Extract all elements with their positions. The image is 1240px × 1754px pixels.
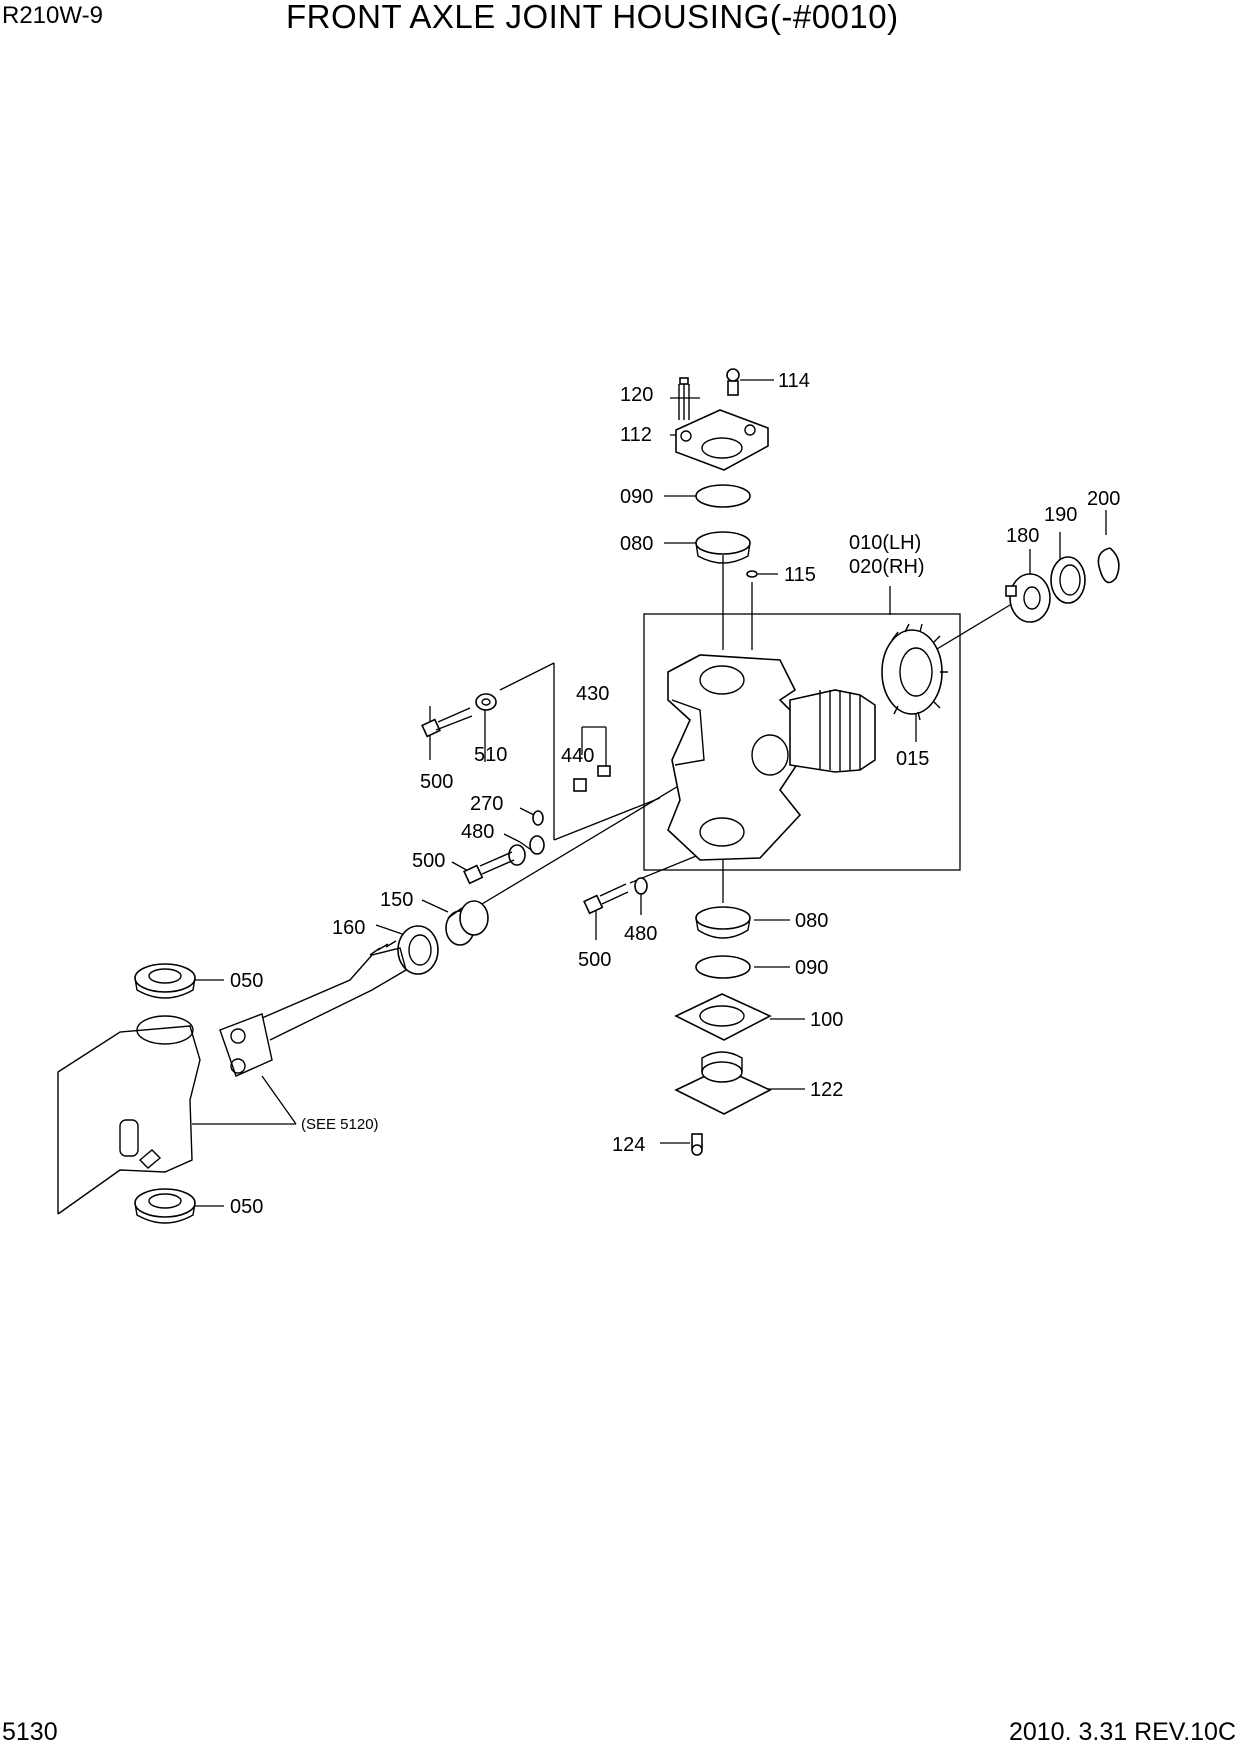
part-joint-housing-010-020 xyxy=(667,654,876,861)
revision-date: 2010. 3.31 REV.10C xyxy=(1008,1718,1236,1746)
callout-500-b: 500 xyxy=(412,850,445,872)
callout-500-a: 500 xyxy=(420,771,453,793)
callout-270: 270 xyxy=(470,793,503,815)
callout-124: 124 xyxy=(612,1134,645,1156)
page-number: 5130 xyxy=(2,1718,58,1746)
part-o-ring-090-bottom xyxy=(695,955,751,979)
part-axle-shaft-ref xyxy=(219,940,407,1077)
part-gear-015 xyxy=(881,623,948,721)
callout-500-c: 500 xyxy=(578,949,611,971)
housing-assembly-frame xyxy=(643,613,961,871)
callout-480-a: 480 xyxy=(461,821,494,843)
part-plate-180 xyxy=(1005,573,1051,623)
part-grease-nipple-114 xyxy=(726,368,740,396)
part-bearing-050-bottom xyxy=(134,1188,196,1224)
part-plug-270 xyxy=(532,810,544,826)
callout-510: 510 xyxy=(474,744,507,766)
part-bolt-120 xyxy=(678,377,690,420)
part-bolt-500-c xyxy=(583,883,629,915)
part-o-ring-090-top xyxy=(695,484,751,508)
part-bushing-080-bottom xyxy=(695,906,751,939)
callout-050-bottom: 050 xyxy=(230,1196,263,1218)
model-number: R210W-9 xyxy=(2,2,103,29)
callout-440: 440 xyxy=(561,745,594,767)
callout-430: 430 xyxy=(576,683,609,705)
part-plug-115 xyxy=(746,570,758,578)
part-nut-510 xyxy=(475,693,497,711)
part-seal-190 xyxy=(1050,556,1086,604)
part-bushing-080-top xyxy=(695,531,751,555)
callout-015: 015 xyxy=(896,748,929,770)
callout-480-b: 480 xyxy=(624,923,657,945)
part-cover-122 xyxy=(674,1051,772,1115)
callout-010-lh: 010(LH) xyxy=(849,532,921,554)
part-washer-480-b xyxy=(634,877,648,895)
callout-100: 100 xyxy=(810,1009,843,1031)
part-bolt-500-a xyxy=(421,707,473,738)
callout-090-top: 090 xyxy=(620,486,653,508)
part-pin-440 xyxy=(573,778,587,792)
part-axle-housing-ref xyxy=(57,1015,201,1215)
part-bushing-080-top-body xyxy=(695,542,751,564)
callout-see-5120: (SEE 5120) xyxy=(301,1116,379,1133)
callout-180: 180 xyxy=(1006,525,1039,547)
leader-lines xyxy=(192,379,1107,1207)
callout-115: 115 xyxy=(784,564,816,586)
part-shim-100 xyxy=(674,993,772,1041)
callout-090-bottom: 090 xyxy=(795,957,828,979)
callout-080-top: 080 xyxy=(620,533,653,555)
part-seal-160 xyxy=(397,925,439,975)
part-washer-480-a1 xyxy=(508,844,526,866)
page-title: FRONT AXLE JOINT HOUSING(-#0010) xyxy=(286,0,899,35)
callout-112: 112 xyxy=(620,424,652,446)
part-snap-ring-200 xyxy=(1097,547,1120,584)
part-bearing-050-top xyxy=(134,963,196,999)
callout-080-bottom: 080 xyxy=(795,910,828,932)
callout-020-rh: 020(RH) xyxy=(849,556,925,578)
callout-labels: 114 120 112 090 080 115 010(LH) 020(RH) … xyxy=(230,370,1120,1218)
callout-114: 114 xyxy=(778,370,810,392)
callout-120: 120 xyxy=(620,384,653,406)
part-cover-112 xyxy=(675,409,769,471)
callout-050-top: 050 xyxy=(230,970,263,992)
callout-122: 122 xyxy=(810,1079,843,1101)
part-pin-430 xyxy=(597,765,611,777)
part-bushing-150 xyxy=(445,900,489,946)
part-bolt-500-b xyxy=(463,851,515,885)
callout-150: 150 xyxy=(380,889,413,911)
callout-200: 200 xyxy=(1087,488,1120,510)
part-grease-nipple-124 xyxy=(691,1133,703,1156)
callout-190: 190 xyxy=(1044,504,1077,526)
part-washer-480-a2 xyxy=(529,835,545,855)
callout-160: 160 xyxy=(332,917,365,939)
